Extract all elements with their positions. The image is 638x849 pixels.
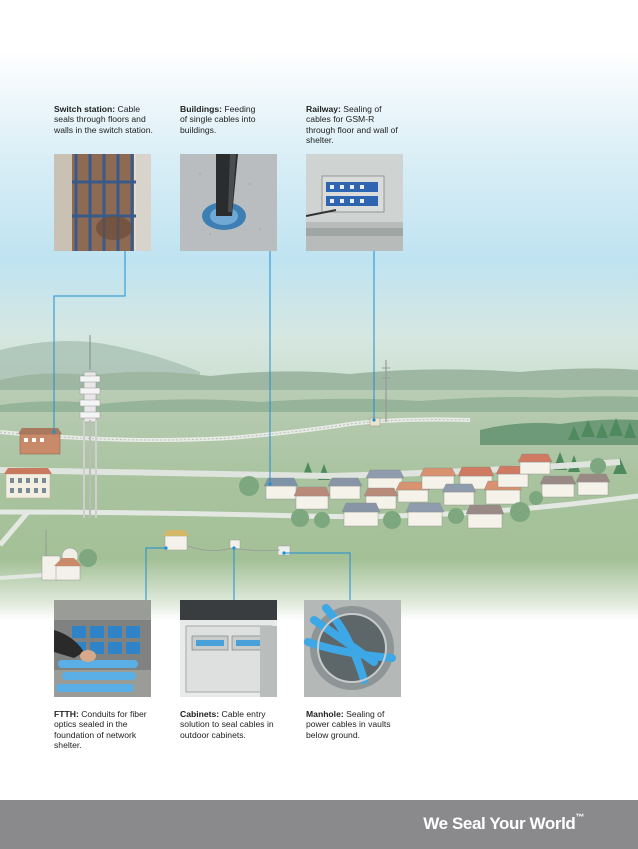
caption-buildings: Buildings: Feeding of single cables into… [180,104,262,135]
network-shelter [41,530,82,581]
caption-title: Switch station: [54,104,118,114]
caption-text: Cable seals through floors and walls in … [54,104,153,135]
photo-manhole [304,600,401,697]
caption-cabinets: Cabinets: Cable entry solution to seal c… [180,709,276,740]
mid-treeline [0,396,638,412]
switch-station-building [18,428,62,455]
slogan-text: We Seal Your World [423,814,576,833]
caption-title: Railway: [306,104,344,114]
right-forest [480,419,638,445]
photo-switch-station [54,154,151,251]
caption-text: Sealing of power cables in vaults below … [306,709,391,740]
photo-cabinets [180,600,277,697]
leader-line-ftth [145,547,166,600]
caption-title: Manhole: [306,709,347,719]
caption-railway: Railway: Sealing of cables for GSM-R thr… [306,104,402,146]
footer-bar: We Seal Your World™ [0,800,638,849]
photo-ftth [54,600,151,697]
leader-lines [53,250,375,600]
caption-text: Feeding of single cables into buildings. [180,104,256,135]
caption-switch-station: Switch station: Cable seals through floo… [54,104,158,135]
slogan: We Seal Your World™ [423,812,584,834]
photo-buildings [180,154,277,251]
telecom-tower [79,335,101,518]
trademark-symbol: ™ [575,812,584,822]
cabinet-structures [163,530,291,556]
road-diagonal [0,510,30,547]
leader-line-manhole [284,552,351,600]
apartment-building [4,468,52,499]
photo-railway [306,154,403,251]
caption-text: Cable entry solution to seal cables in o… [180,709,274,740]
caption-text: Conduits for fiber optics sealed in the … [54,709,147,751]
caption-text: Sealing of cables for GSM-R through floo… [306,104,398,146]
railway-mast [369,360,390,427]
caption-manhole: Manhole: Sealing of power cables in vaul… [306,709,396,740]
leader-line-switch-station [53,250,126,432]
caption-ftth: FTTH: Conduits for fiber optics sealed i… [54,709,154,751]
caption-title: FTTH: [54,709,82,719]
caption-title: Cabinets: [180,709,222,719]
village-trees [79,458,606,567]
village-houses [263,453,611,529]
caption-title: Buildings: [180,104,225,114]
